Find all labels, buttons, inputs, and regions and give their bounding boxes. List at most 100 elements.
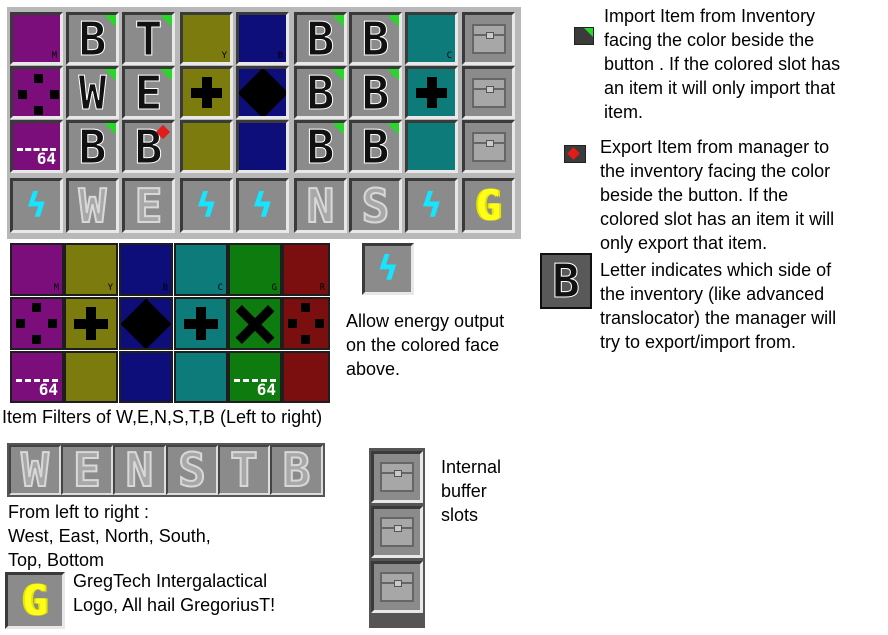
filter-item-red[interactable] xyxy=(282,351,330,403)
energy-button[interactable]: ϟ xyxy=(180,178,233,233)
export-button-b[interactable]: B xyxy=(122,120,175,173)
import-marker-icon xyxy=(160,15,172,27)
filter-pattern-magenta[interactable] xyxy=(10,297,64,350)
side-button-w[interactable]: W xyxy=(66,178,119,233)
logo-g-icon: G xyxy=(475,181,502,230)
import-button-b[interactable]: B xyxy=(294,66,347,119)
item-slot-yellow[interactable] xyxy=(180,120,233,173)
side-button-w[interactable]: W xyxy=(9,445,61,495)
buffer-slot[interactable] xyxy=(371,506,423,558)
import-button-t[interactable]: T xyxy=(122,12,175,65)
side-letter: E xyxy=(134,178,164,233)
filter-color-blue[interactable]: B xyxy=(119,243,173,296)
energy-button-legend: ϟ xyxy=(362,243,414,295)
side-button-t[interactable]: T xyxy=(218,445,270,495)
color-slot-blue[interactable]: B xyxy=(236,12,289,65)
filter-item-yellow[interactable] xyxy=(64,351,118,403)
color-slot-magenta[interactable]: M xyxy=(10,12,63,65)
plus-pattern-icon xyxy=(183,69,230,116)
x-pattern-icon xyxy=(230,299,280,348)
import-button-b[interactable]: B xyxy=(349,12,402,65)
side-letter: B xyxy=(361,66,390,119)
item-filters-caption: Item Filters of W,E,N,S,T,B (Left to rig… xyxy=(2,407,323,427)
energy-button[interactable]: ϟ xyxy=(405,178,458,233)
filter-color-green[interactable]: G xyxy=(228,243,282,296)
import-button-w[interactable]: W xyxy=(66,66,119,119)
filter-item-cyan[interactable] xyxy=(174,351,228,403)
side-button-s[interactable]: S xyxy=(349,178,402,233)
filter-color-cyan[interactable]: C xyxy=(174,243,228,296)
item-slot-cyan[interactable] xyxy=(405,120,458,173)
side-letter: N xyxy=(306,178,336,233)
filter-item-green[interactable]: 64 xyxy=(228,351,282,403)
import-marker-icon xyxy=(104,123,116,135)
energy-desc: Allow energy output on the colored face … xyxy=(346,311,505,379)
import-button-b[interactable]: B xyxy=(294,120,347,173)
letter-desc: Letter indicates which side of the inven… xyxy=(600,260,837,352)
filter-color-yellow[interactable]: Y xyxy=(64,243,118,296)
buffer-slot[interactable] xyxy=(371,561,423,613)
logo-g-icon: G xyxy=(22,576,48,625)
side-letter: N xyxy=(125,445,155,495)
filter-slot-cyan[interactable] xyxy=(405,66,458,119)
import-button-e[interactable]: E xyxy=(122,66,175,119)
side-letter: B xyxy=(78,12,107,65)
energy-button[interactable]: ϟ xyxy=(10,178,63,233)
chest-icon xyxy=(380,462,414,492)
wenstb-desc: From left to right : West, East, North, … xyxy=(8,502,211,570)
side-letter: S xyxy=(361,178,391,233)
filter-pattern-green[interactable] xyxy=(228,297,282,350)
filter-color-red[interactable]: R xyxy=(282,243,330,296)
import-button-b[interactable]: B xyxy=(294,12,347,65)
lightning-icon: ϟ xyxy=(25,185,48,226)
filter-pattern-red[interactable] xyxy=(282,297,330,350)
side-button-e[interactable]: E xyxy=(61,445,113,495)
filter-item-blue[interactable] xyxy=(119,351,173,403)
side-button-s[interactable]: S xyxy=(166,445,218,495)
energy-button[interactable]: ϟ xyxy=(236,178,289,233)
import-button-b[interactable]: B xyxy=(66,120,119,173)
side-button-b[interactable]: B xyxy=(270,445,323,495)
side-letter: B xyxy=(306,12,335,65)
dots-pattern-icon xyxy=(13,69,60,116)
import-button-b[interactable]: B xyxy=(349,66,402,119)
side-button-e[interactable]: E xyxy=(122,178,175,233)
side-letter: E xyxy=(134,66,163,119)
side-letter: B xyxy=(78,120,107,173)
lightning-icon: ϟ xyxy=(195,185,218,226)
filter-slot-blue[interactable] xyxy=(236,66,289,119)
stack-count: 64 xyxy=(17,148,56,167)
side-letter: W xyxy=(20,445,50,495)
import-button-b[interactable]: B xyxy=(349,120,402,173)
filter-pattern-blue[interactable] xyxy=(119,297,173,350)
filter-slot-yellow[interactable] xyxy=(180,66,233,119)
logo-desc: GregTech Intergalactical Logo, All hail … xyxy=(73,571,276,615)
buffer-slot[interactable] xyxy=(462,12,515,65)
buffer-slot[interactable] xyxy=(371,451,423,503)
lightning-icon: ϟ xyxy=(251,185,274,226)
import-marker-icon xyxy=(387,15,399,27)
slot-tag: R xyxy=(319,283,325,293)
buffer-slot[interactable] xyxy=(462,66,515,119)
side-letter: W xyxy=(78,178,108,233)
diamond-pattern-icon xyxy=(239,69,286,116)
color-slot-cyan[interactable]: C xyxy=(405,12,458,65)
item-slot-magenta[interactable]: 64 xyxy=(10,120,63,173)
import-button-b[interactable]: B xyxy=(66,12,119,65)
filter-color-magenta[interactable]: M xyxy=(10,243,64,296)
filter-slot-magenta[interactable] xyxy=(10,66,63,119)
filter-item-magenta[interactable]: 64 xyxy=(10,351,64,403)
color-slot-yellow[interactable]: Y xyxy=(180,12,233,65)
import-legend-icon xyxy=(574,27,594,45)
filter-pattern-yellow[interactable] xyxy=(64,297,118,350)
chest-icon xyxy=(471,131,506,162)
side-button-n[interactable]: N xyxy=(294,178,347,233)
item-slot-blue[interactable] xyxy=(236,120,289,173)
buffer-slot[interactable] xyxy=(462,120,515,173)
side-button-n[interactable]: N xyxy=(113,445,166,495)
letter-legend-icon: B xyxy=(540,253,592,309)
import-marker-icon xyxy=(104,69,116,81)
slot-tag: M xyxy=(53,283,59,293)
filter-pattern-cyan[interactable] xyxy=(174,297,228,350)
side-letter: B xyxy=(361,120,390,173)
